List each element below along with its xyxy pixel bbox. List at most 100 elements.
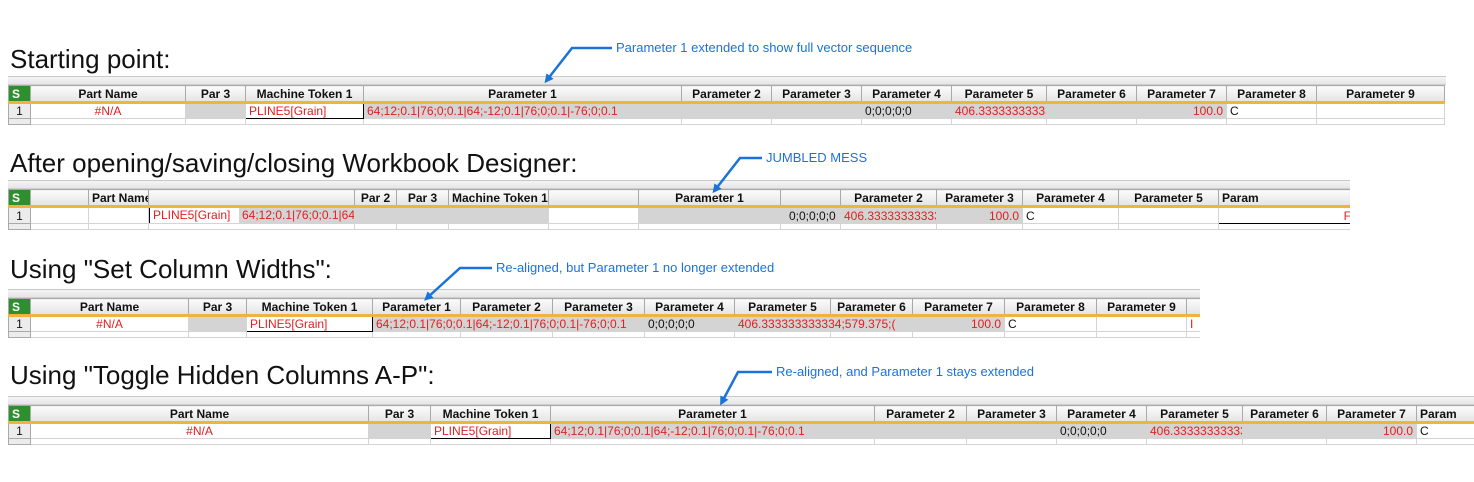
header-row: S Part Name Par 3 Machine Token 1 Parame… (8, 85, 1445, 104)
cell[interactable] (1316, 118, 1445, 125)
column-header[interactable]: Parameter 1 (372, 298, 461, 317)
column-header[interactable]: Par 3 (185, 85, 246, 104)
column-header[interactable]: Parameter 4 (1056, 405, 1147, 424)
cell[interactable] (1186, 331, 1200, 338)
column-header[interactable]: Parameter 4 (861, 85, 952, 104)
column-header[interactable] (1186, 298, 1200, 317)
cell[interactable]: C (1022, 206, 1119, 224)
cell[interactable] (638, 206, 781, 224)
column-header[interactable]: Parameter 7 (1136, 85, 1227, 104)
column-header[interactable]: Part Name (88, 189, 149, 208)
cell[interactable]: 100.0 (1326, 422, 1417, 439)
column-header[interactable]: Parameter 2 (460, 298, 553, 317)
grid-table: S Part Name Par 2 Par 3 Machine Token 1 … (8, 189, 1350, 230)
cell[interactable]: 64;12;0.1|76;0;0.1|64;-12;0.1|76;0;0.1|-… (242, 208, 355, 222)
cell[interactable] (771, 102, 862, 119)
spreadsheet-after-workbook-designer: S Part Name Par 2 Par 3 Machine Token 1 … (8, 180, 1350, 231)
column-header[interactable]: Parameter 7 (1326, 405, 1417, 424)
cell[interactable] (548, 206, 639, 224)
column-header[interactable]: Par 3 (368, 405, 431, 424)
cell[interactable]: PLINE5[Grain] 64;12;0.1|76;0;0.1|64;-12;… (148, 206, 355, 224)
column-header[interactable]: Par 3 (396, 189, 449, 208)
cell[interactable]: PLINE5[Grain] (246, 315, 373, 332)
column-header[interactable]: Parameter 1 (363, 85, 682, 104)
cell[interactable]: 100.0 (912, 315, 1005, 332)
column-header[interactable]: Part Name (30, 405, 369, 424)
cell[interactable] (1416, 438, 1474, 445)
cell[interactable] (1046, 102, 1137, 119)
column-header[interactable]: Machine Token 1 (448, 189, 549, 208)
column-header[interactable]: Parameter 2 (874, 405, 967, 424)
select-all-corner[interactable]: S (8, 189, 31, 208)
header-row: S Part Name Par 3 Machine Token 1 Parame… (8, 298, 1200, 317)
column-header[interactable]: Parameter 9 (1096, 298, 1187, 317)
table-row: 1 PLINE5[Grain] 64;12;0.1|76;0;0.1|64;-1… (8, 206, 1350, 224)
column-header[interactable]: Parameter 8 (1004, 298, 1097, 317)
grid-table: S Part Name Par 3 Machine Token 1 Parame… (8, 298, 1200, 338)
cell[interactable]: C (1004, 315, 1097, 332)
cell[interactable] (1316, 102, 1445, 119)
column-header[interactable]: Part Name (30, 85, 186, 104)
cell[interactable]: 100.0 (936, 206, 1023, 224)
column-header[interactable] (548, 189, 639, 208)
cell[interactable] (874, 422, 967, 439)
column-header[interactable]: Parameter 1 (550, 405, 875, 424)
cell[interactable]: C (1416, 422, 1474, 439)
cell[interactable]: PLINE5[Grain] (149, 208, 239, 223)
column-header[interactable]: Parameter 4 (1022, 189, 1119, 208)
cell[interactable]: #N/A (30, 422, 369, 439)
column-header[interactable]: Parameter 2 (681, 85, 772, 104)
cell[interactable]: 406.333333333334;579.375;( (1146, 422, 1243, 439)
note-starting-point: Parameter 1 extended to show full vector… (616, 40, 913, 55)
column-header[interactable] (780, 189, 841, 208)
cell[interactable]: PLINE5[Grain] (430, 422, 551, 439)
column-header[interactable]: Parameter 3 (552, 298, 645, 317)
cell[interactable]: 0;0;0;0;0 (861, 102, 952, 119)
column-header[interactable] (30, 189, 89, 208)
column-header[interactable]: Machine Token 1 (246, 298, 373, 317)
cell[interactable]: 0;0;0;0;0 (1056, 422, 1147, 439)
cell[interactable] (1218, 223, 1350, 230)
cell[interactable] (396, 206, 449, 224)
column-header[interactable]: Parameter 1 (638, 189, 781, 208)
table-row: 1 #N/A PLINE5[Grain] 64;12;0.1|76;0;0.1|… (8, 315, 1200, 332)
cell[interactable] (1242, 422, 1327, 439)
cell[interactable]: 0;0;0;0;0 (644, 315, 735, 332)
cell[interactable]: 0;0;0;0;0 (780, 206, 841, 224)
column-header[interactable]: Parameter 8 (1226, 85, 1317, 104)
cell[interactable]: 64;12;0.1|76;0;0.1|64;-12;0.1|76;0;0.1|-… (363, 102, 682, 119)
column-header[interactable]: Par 2 (354, 189, 397, 208)
column-header[interactable]: Parameter 3 (936, 189, 1023, 208)
cell[interactable] (1118, 206, 1219, 224)
cell[interactable]: 64;12;0.1|76;0;0.1|64;-12;0.1|76;0;0.1|-… (550, 422, 875, 439)
column-header[interactable] (148, 189, 355, 208)
column-header[interactable]: Param (1416, 405, 1474, 424)
column-header[interactable]: Parameter 6 (1242, 405, 1327, 424)
column-header[interactable]: Parameter 5 (1118, 189, 1219, 208)
column-header[interactable]: Machine Token 1 (430, 405, 551, 424)
cell[interactable] (88, 206, 149, 224)
cell[interactable]: F (1218, 206, 1350, 224)
column-header[interactable]: Parameter 6 (1046, 85, 1137, 104)
cell[interactable]: #N/A (30, 102, 186, 119)
cell[interactable]: 406.333333333334;579.375;( (951, 102, 1047, 119)
cell[interactable] (681, 102, 772, 119)
column-header[interactable]: Parameter 4 (644, 298, 735, 317)
column-header[interactable]: Parameter 5 (1146, 405, 1243, 424)
column-header[interactable]: Parameter 6 (830, 298, 913, 317)
column-header[interactable]: Par 3 (188, 298, 247, 317)
select-all-corner[interactable]: S (8, 85, 31, 104)
column-header[interactable]: Parameter 9 (1316, 85, 1445, 104)
column-header[interactable]: Param (1218, 189, 1350, 208)
table-row (8, 438, 1474, 445)
column-header[interactable]: Machine Token 1 (245, 85, 364, 104)
column-header[interactable]: Part Name (30, 298, 189, 317)
column-header[interactable]: Parameter 3 (966, 405, 1057, 424)
cell[interactable] (966, 422, 1057, 439)
row-number[interactable]: 1 (8, 206, 31, 224)
cell[interactable]: 100.0 (1136, 102, 1227, 119)
table-row: 1 #N/A PLINE5[Grain] 64;12;0.1|76;0;0.1|… (8, 102, 1445, 119)
column-header[interactable]: Parameter 7 (912, 298, 1005, 317)
column-header[interactable]: Parameter 3 (771, 85, 862, 104)
cell[interactable] (188, 315, 247, 332)
